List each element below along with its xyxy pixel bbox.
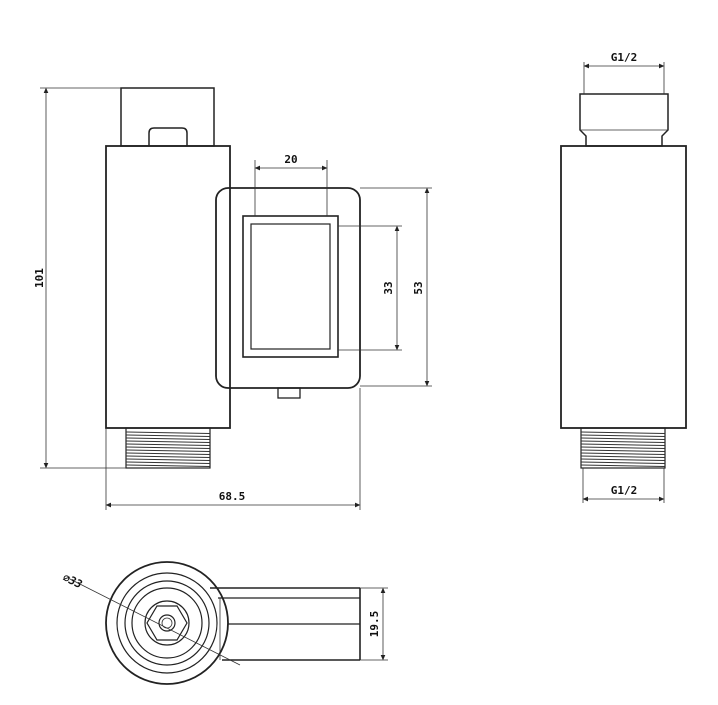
thread-line	[125, 464, 211, 467]
thread-line	[580, 443, 666, 446]
thread-line	[580, 440, 666, 443]
top-ring-4	[144, 600, 190, 646]
thread-line	[125, 437, 211, 440]
front-thread-lines	[125, 431, 211, 467]
dim-width-68-5: 68.5	[219, 490, 246, 503]
display-screen-inner	[250, 223, 331, 350]
module-button	[277, 387, 301, 399]
thread-line	[580, 449, 666, 452]
dim-depth-19-5: 19.5	[368, 611, 381, 638]
top-center-hole	[158, 614, 176, 632]
top-dimensions: 19.5	[360, 587, 388, 661]
dim-display-height-33: 33	[382, 281, 395, 294]
side-view	[560, 93, 687, 469]
side-main-body	[560, 145, 687, 429]
dim-height-101: 101	[33, 268, 46, 288]
front-main-body	[105, 145, 231, 429]
top-ring-3	[131, 587, 203, 659]
thread-line	[125, 449, 211, 452]
thread-line	[580, 452, 666, 455]
thread-line	[125, 443, 211, 446]
front-view	[105, 87, 361, 469]
thread-line	[580, 431, 666, 434]
thread-line	[580, 464, 666, 467]
thread-line	[125, 458, 211, 461]
thread-line	[125, 434, 211, 437]
thread-line	[125, 455, 211, 458]
thread-line	[125, 440, 211, 443]
top-outer-circle	[105, 561, 229, 685]
dim-module-height-53: 53	[412, 281, 425, 294]
side-top-nut	[579, 93, 669, 147]
thread-line	[125, 461, 211, 464]
top-ring-1	[116, 572, 218, 674]
thread-line	[125, 446, 211, 449]
top-ring-2	[124, 580, 210, 666]
front-top-button	[148, 127, 188, 146]
thread-line	[580, 461, 666, 464]
front-top-cap	[120, 87, 215, 147]
top-hex-nut	[146, 605, 188, 641]
thread-line	[125, 431, 211, 434]
thread-line	[125, 452, 211, 455]
dim-diameter-33: ⌀33	[61, 571, 85, 591]
thread-line	[580, 434, 666, 437]
dim-top-thread-g1-2: G1/2	[611, 51, 638, 64]
side-dimensions: G1/2 G1/2	[582, 51, 665, 503]
dim-display-width-20: 20	[284, 153, 297, 166]
thread-line	[580, 458, 666, 461]
front-dimensions: 101 68.5 20 33 53	[33, 87, 432, 510]
side-thread-lines	[580, 431, 666, 467]
thread-line	[580, 455, 666, 458]
thread-line	[580, 446, 666, 449]
top-view: ⌀33	[61, 561, 361, 685]
thread-line	[580, 437, 666, 440]
dim-bottom-thread-g1-2: G1/2	[611, 484, 638, 497]
display-screen-outer	[242, 215, 339, 358]
